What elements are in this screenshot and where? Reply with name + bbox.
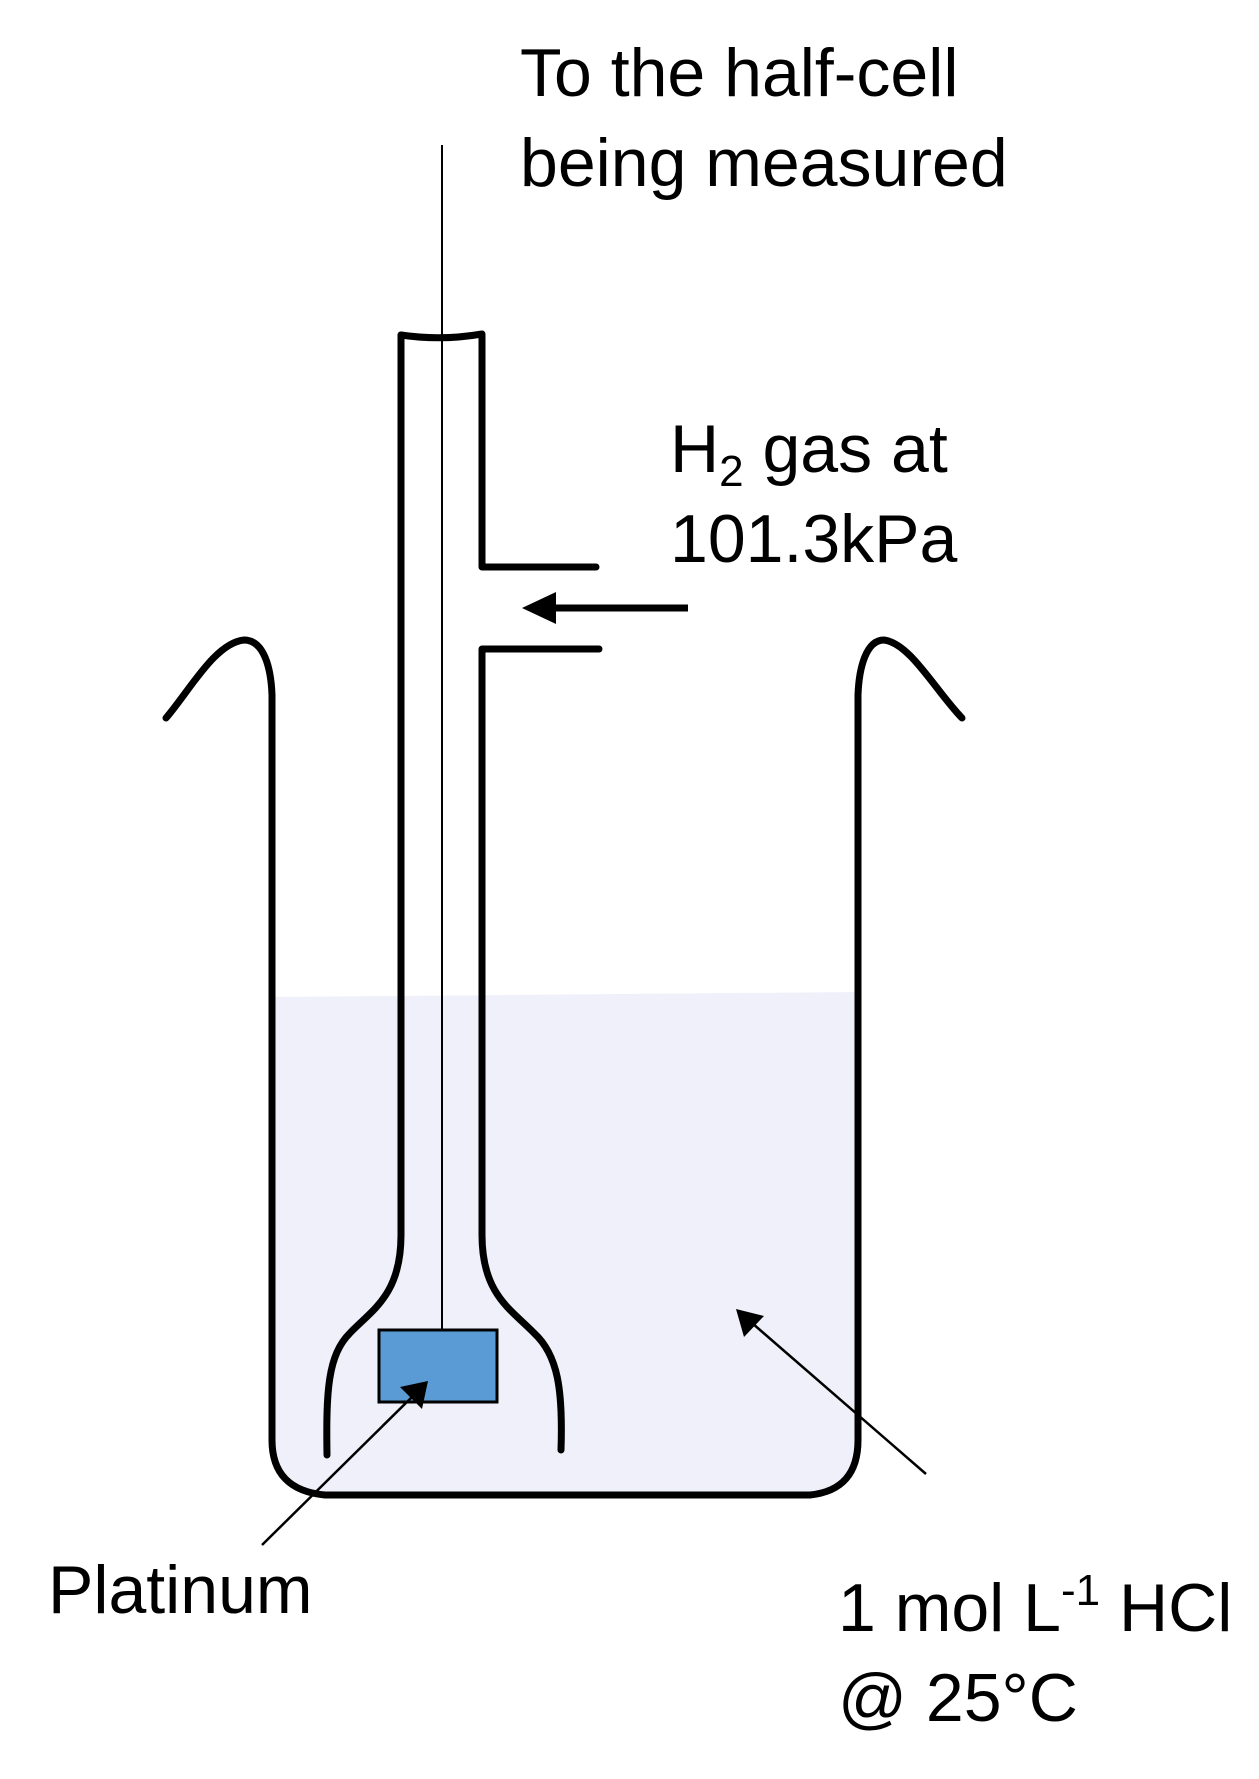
hcl-line1: 1 mol L-1 HCl xyxy=(838,1563,1232,1653)
gas-subscript: 2 xyxy=(719,447,744,496)
platinum-label: Platinum xyxy=(48,1552,313,1628)
hcl-pointer-arrowhead xyxy=(736,1309,764,1337)
solution-temperature: @ 25°C xyxy=(838,1660,1078,1736)
wire-destination-line2: being measured xyxy=(520,125,1008,201)
solution-exponent: -1 xyxy=(1061,1566,1101,1615)
wire-destination-label: To the half-cell being measured xyxy=(520,28,1008,208)
hcl-pointer-line xyxy=(751,1322,927,1475)
glass-tube-right-wall xyxy=(478,331,603,1454)
gas-symbol: H xyxy=(670,411,720,487)
platinum-pointer-arrowhead xyxy=(400,1381,428,1409)
glass-tube-left-wall xyxy=(323,331,405,1459)
gas-pressure: 101.3kPa xyxy=(670,501,958,577)
beaker xyxy=(162,636,966,1499)
hcl-solution xyxy=(272,992,858,1495)
solution-concentration: 1 mol L xyxy=(838,1570,1061,1646)
platinum-pointer-line xyxy=(261,1394,415,1546)
hydrogen-gas-label: H2 gas at 101.3kPa xyxy=(670,404,957,584)
hydrogen-gas-line1: H2 gas at xyxy=(670,404,957,494)
gas-line1-rest: gas at xyxy=(743,411,948,487)
hcl-solution-label: 1 mol L-1 HCl @ 25°C xyxy=(838,1563,1232,1743)
solution-formula: HCl xyxy=(1100,1570,1233,1646)
gas-flow-arrowhead xyxy=(522,592,556,624)
wire-destination-line1: To the half-cell xyxy=(520,35,959,111)
platinum-electrode xyxy=(377,1328,499,1404)
